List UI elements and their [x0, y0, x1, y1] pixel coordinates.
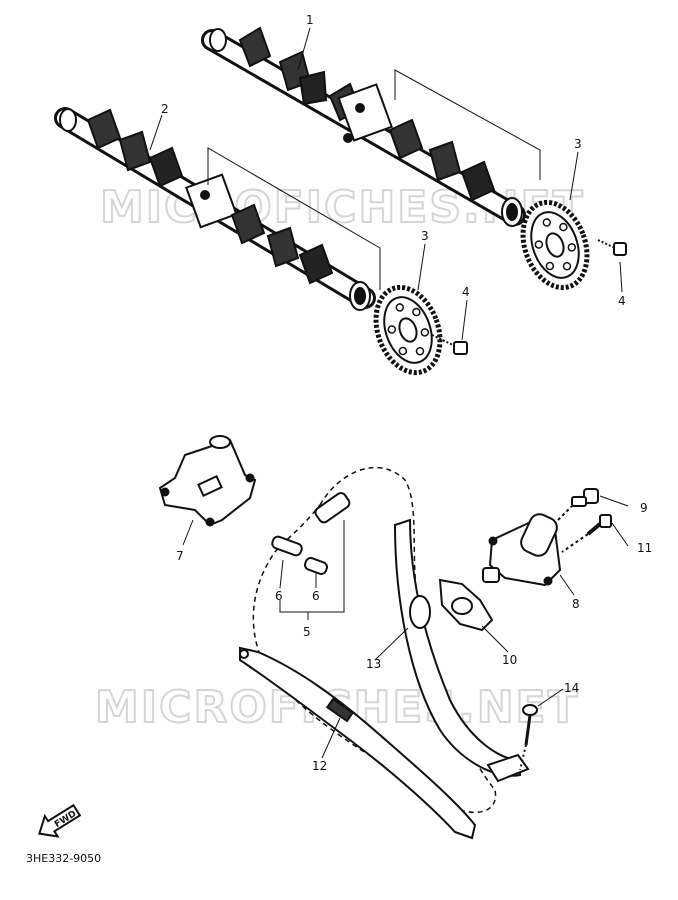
callout-14: 14 [564, 681, 579, 695]
callout-8: 8 [572, 597, 580, 611]
bolt-4-lower [431, 334, 468, 355]
callout-1: 1 [306, 13, 314, 27]
bolt-9 [557, 488, 599, 521]
sprocket-lower [373, 284, 443, 376]
callout-6-right: 6 [312, 589, 320, 603]
bolt-14 [519, 704, 538, 771]
guide-line-upper [394, 69, 541, 180]
chain-guide-12 [239, 646, 477, 840]
callout-3-upper: 3 [574, 137, 582, 151]
callout-10: 10 [502, 653, 517, 667]
bolt-11 [561, 514, 612, 553]
callout-4-lower: 4 [462, 285, 470, 299]
callout-12: 12 [312, 759, 327, 773]
callout-13: 13 [366, 657, 381, 671]
callout-7: 7 [176, 549, 184, 563]
tensioner-8 [482, 513, 562, 587]
chain-links-6 [271, 492, 351, 575]
camshaft-2 [54, 107, 376, 311]
callout-3-lower: 3 [421, 229, 429, 243]
cam-chain [252, 466, 497, 814]
bolt-4-upper [597, 239, 627, 256]
chain-guide-7 [158, 435, 257, 527]
fwd-arrow-icon: FWD [38, 803, 82, 838]
callout-9: 9 [640, 501, 648, 515]
diagram-code: 3HE332-9050 [26, 852, 102, 865]
callout-6-left: 6 [275, 589, 283, 603]
callout-5: 5 [303, 625, 311, 639]
tensioner-guide-13 [393, 518, 530, 783]
guide-line-lower [207, 147, 381, 290]
gasket-10 [438, 578, 494, 632]
sprocket-upper [520, 199, 590, 291]
callout-2: 2 [161, 102, 169, 116]
callout-4-upper: 4 [618, 294, 626, 308]
camshaft-1 [201, 26, 526, 227]
leader-lines [149, 27, 629, 759]
callout-11: 11 [637, 541, 652, 555]
